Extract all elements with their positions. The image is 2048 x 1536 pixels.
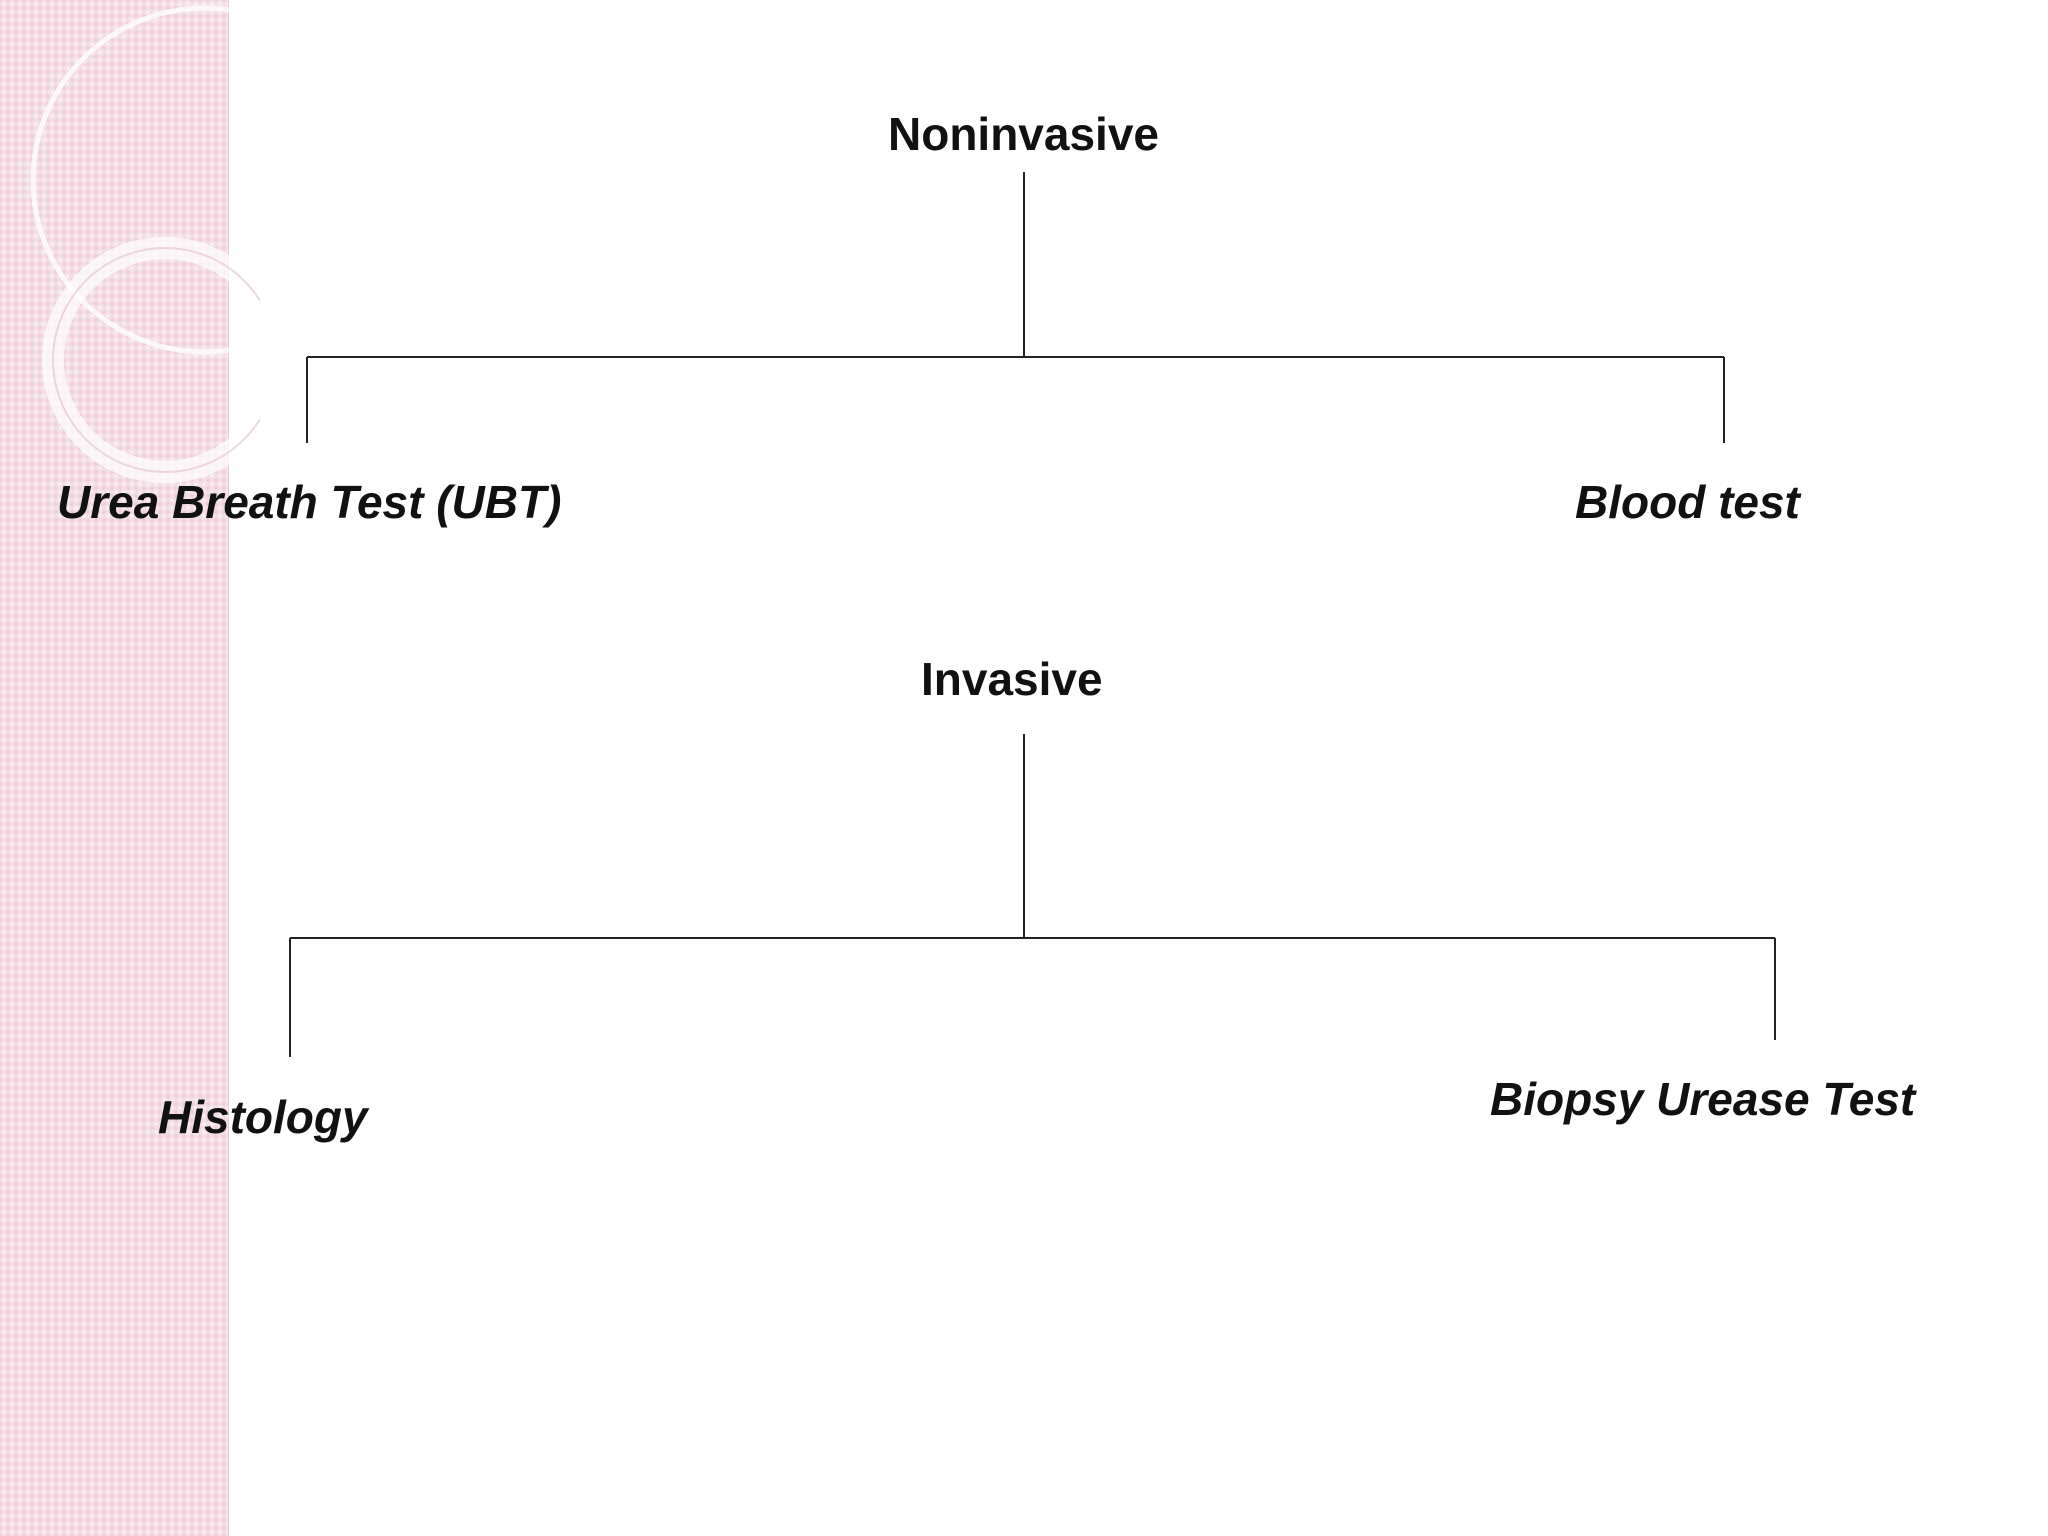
blood-test-label: Blood test — [1575, 476, 1800, 528]
invasive-heading: Invasive — [921, 653, 1103, 705]
large-ring — [30, 5, 260, 355]
decorative-rings — [30, 5, 260, 483]
histology-label: Histology — [158, 1091, 368, 1143]
biopsy-urease-test-label: Biopsy Urease Test — [1490, 1073, 1916, 1125]
ubt-label: Urea Breath Test (UBT) — [57, 476, 562, 528]
noninvasive-heading: Noninvasive — [888, 108, 1159, 160]
small-ring-edge — [52, 247, 260, 473]
